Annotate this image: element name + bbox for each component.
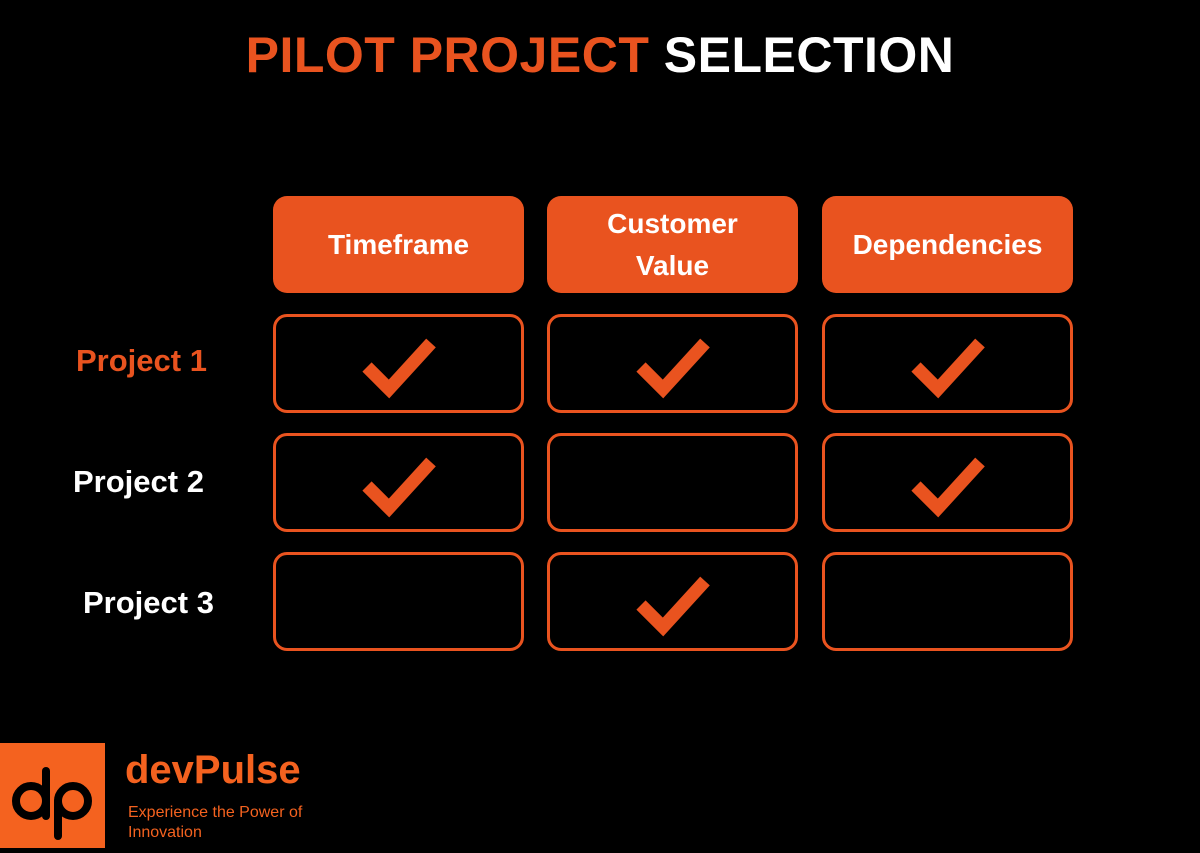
matrix-cell: [547, 433, 798, 532]
matrix-cell: [822, 314, 1073, 413]
matrix-cell: [822, 552, 1073, 651]
checkmark-icon: [910, 338, 985, 398]
matrix-cell: [273, 314, 524, 413]
checkmark-icon: [635, 576, 710, 636]
checkmark-icon: [361, 338, 436, 398]
matrix-cell: [547, 314, 798, 413]
column-header: Dependencies: [822, 196, 1073, 293]
column-header: Customer Value: [547, 196, 798, 293]
page-title: PILOT PROJECT SELECTION: [0, 26, 1200, 84]
column-header: Timeframe: [273, 196, 524, 293]
matrix-cell: [273, 433, 524, 532]
matrix-cell: [273, 552, 524, 651]
title-rest: SELECTION: [663, 27, 955, 83]
dp-logo-icon: [12, 767, 92, 840]
title-accent: PILOT PROJECT: [245, 27, 650, 83]
row-label: Project 2: [73, 464, 204, 499]
brand-name: devPulse: [125, 748, 301, 792]
row-label: Project 1: [76, 343, 207, 378]
brand-tagline: Experience the Power of Innovation: [128, 804, 303, 841]
checkmark-icon: [635, 338, 710, 398]
matrix-cell: [547, 552, 798, 651]
devpulse-logo: [0, 743, 105, 848]
checkmark-icon: [910, 457, 985, 517]
matrix-cell: [822, 433, 1073, 532]
row-label: Project 3: [83, 585, 214, 620]
checkmark-icon: [361, 457, 436, 517]
